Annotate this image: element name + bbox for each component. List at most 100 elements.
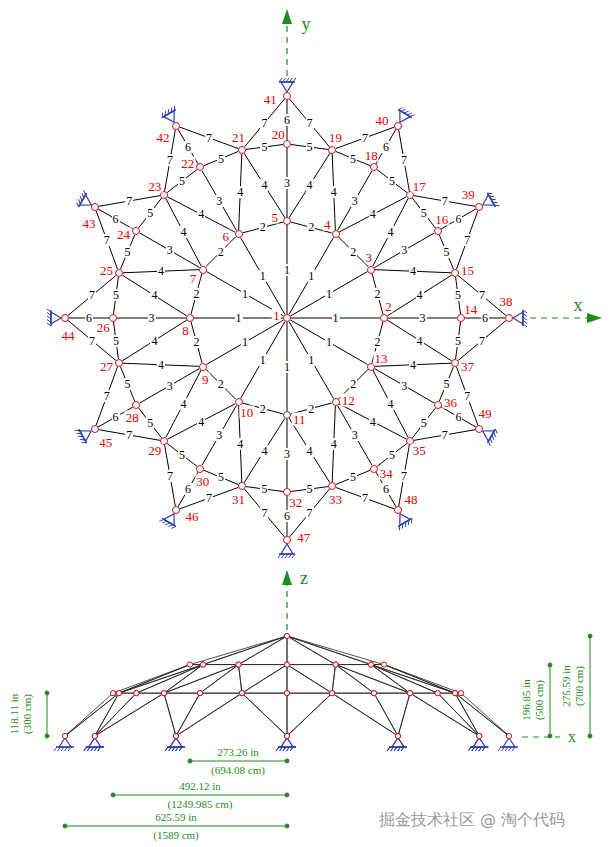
elevation-member xyxy=(455,693,479,736)
truss-member xyxy=(289,153,330,217)
truss-member xyxy=(191,322,202,363)
elevation-member xyxy=(242,665,287,694)
member-group-number: 4 xyxy=(369,208,377,220)
support-base xyxy=(278,746,296,748)
dimension-dot xyxy=(588,634,592,638)
elevation-member xyxy=(164,693,176,736)
elevation-joint xyxy=(284,662,289,667)
support-hatch xyxy=(165,747,168,751)
truss-member xyxy=(414,430,475,441)
truss-joint: 33 xyxy=(328,482,336,490)
pin-support xyxy=(84,738,104,751)
support-hatch xyxy=(94,747,97,751)
member-group-number: 5 xyxy=(306,483,314,495)
elevation-joint xyxy=(236,662,241,667)
elevation-member xyxy=(287,693,288,736)
support-base xyxy=(487,193,495,207)
dimension-dot xyxy=(45,691,49,695)
member-group-number: 4 xyxy=(197,416,205,428)
support-hatch xyxy=(176,747,179,751)
member-group-number: 2 xyxy=(217,246,225,258)
truss-joint: 1 xyxy=(283,314,291,322)
truss-member xyxy=(441,407,476,427)
elevation-member xyxy=(176,693,200,736)
elevation-member xyxy=(287,665,332,694)
elevation-joint xyxy=(200,662,205,667)
dimension-line xyxy=(550,665,551,736)
joint-number: 34 xyxy=(379,466,394,479)
joint-number: 39 xyxy=(461,187,476,200)
elevation-member xyxy=(242,693,287,694)
elevation-member xyxy=(287,636,384,665)
member-group-number: 7 xyxy=(205,492,213,504)
elevation-joint xyxy=(173,733,178,738)
member-group-number: 5 xyxy=(442,378,450,390)
member-group-number: 5 xyxy=(420,207,428,219)
truss-member xyxy=(377,443,407,466)
support-hatch xyxy=(502,747,505,751)
elevation-member xyxy=(113,665,190,694)
member-group-number: 4 xyxy=(260,179,268,191)
elevation-joint xyxy=(329,691,334,696)
member-group-number: 1 xyxy=(283,361,291,373)
joint-number: 40 xyxy=(375,113,390,126)
joint-number: 24 xyxy=(116,227,131,240)
joint-number: 5 xyxy=(271,210,280,223)
member-group-number: 5 xyxy=(178,449,186,461)
elevation-member xyxy=(65,693,119,736)
support-hatch xyxy=(171,525,176,530)
support-hatch xyxy=(403,522,408,527)
member-group-number: 3 xyxy=(215,195,223,207)
truss-joint: 3 xyxy=(367,266,375,274)
support-hatch xyxy=(163,111,168,116)
pin-support xyxy=(387,738,407,751)
member-group-number: 2 xyxy=(307,403,315,415)
elevation-member xyxy=(336,665,375,694)
member-group-number: 5 xyxy=(306,141,314,153)
truss-joint: 12 xyxy=(332,398,340,406)
x-axis-arrow xyxy=(587,313,602,323)
elevation-member xyxy=(455,693,509,736)
elevation-joint xyxy=(236,662,241,667)
joint-number: 31 xyxy=(231,492,246,505)
member-group-number: 3 xyxy=(166,380,174,392)
truss-joint: 41 xyxy=(283,92,291,100)
support-base xyxy=(470,746,488,748)
truss-member xyxy=(412,198,435,228)
member-group-number: 2 xyxy=(259,403,267,415)
axis-label: x xyxy=(568,729,576,745)
truss-member xyxy=(68,276,116,316)
truss-member xyxy=(289,237,334,314)
truss-member xyxy=(122,275,186,316)
support-hatch xyxy=(82,440,87,445)
support-triangle xyxy=(51,312,61,324)
member-group-number: 5 xyxy=(388,175,396,187)
elevation-member xyxy=(203,664,239,665)
elevation-joint xyxy=(161,691,166,696)
member-group-number: 4 xyxy=(416,289,424,301)
support-hatch xyxy=(169,747,172,751)
support-hatch xyxy=(166,109,171,114)
truss-joint: 13 xyxy=(367,363,375,371)
support-base xyxy=(398,110,412,118)
elevation-member xyxy=(455,693,479,736)
support-hatch xyxy=(87,747,90,751)
elevation-member xyxy=(239,664,288,665)
pin-support xyxy=(47,309,61,326)
truss-member xyxy=(458,321,506,361)
joint-number: 8 xyxy=(181,324,190,337)
member-group-number: 7 xyxy=(125,195,133,207)
truss-member xyxy=(240,237,285,314)
watermark: 掘金技术社区 @ 淘个代码 xyxy=(379,812,565,828)
support-hatch xyxy=(278,554,281,558)
member-group-number: 3 xyxy=(215,429,223,441)
truss-member xyxy=(120,367,134,402)
member-group-number: 1 xyxy=(332,312,340,324)
joint-number: 4 xyxy=(323,218,332,231)
elevation-joint xyxy=(284,662,289,667)
elevation-member xyxy=(200,665,239,694)
joint-number: 32 xyxy=(288,495,303,508)
truss-member xyxy=(290,272,367,316)
support-hatch xyxy=(479,747,482,751)
member-group-number: 4 xyxy=(236,438,244,450)
